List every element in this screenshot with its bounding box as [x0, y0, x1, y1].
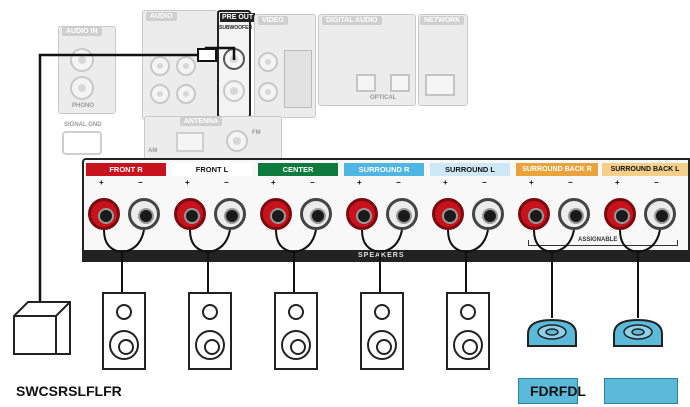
terminal-front-l-minus[interactable] — [214, 198, 246, 230]
optical-port-1 — [356, 74, 376, 92]
plus-sign: + — [529, 178, 534, 187]
channel-label-surround-r: SURROUND R — [344, 163, 424, 176]
speaker-center-icon — [274, 292, 318, 370]
terminal-center-plus[interactable] — [260, 198, 292, 230]
height-speaker-r-icon — [524, 316, 580, 352]
channel-label-surround-l: SURROUND L — [430, 163, 510, 176]
channel-label-front-r: FRONT R — [86, 163, 166, 176]
terminal-surround-back-l-minus[interactable] — [644, 198, 676, 230]
audio-jack-4 — [176, 84, 196, 104]
fm-label: FM — [252, 130, 261, 136]
terminal-front-l-plus[interactable] — [174, 198, 206, 230]
terminal-surround-back-l-plus[interactable] — [604, 198, 636, 230]
audio-in-header: AUDIO IN — [62, 27, 102, 36]
speaker-front-l-icon — [188, 292, 232, 370]
minus-sign: − — [482, 178, 487, 187]
fm-jack — [226, 130, 248, 152]
terminal-surround-back-r-plus[interactable] — [518, 198, 550, 230]
video-jack-2 — [258, 82, 278, 102]
speaker-surround-r-icon — [360, 292, 404, 370]
minus-sign: − — [568, 178, 573, 187]
video-monitor-out — [284, 50, 312, 108]
label-highlight-box-right — [604, 378, 678, 404]
subwoofer-label: SUBWOOFER — [219, 25, 253, 31]
audio-jack-1 — [150, 56, 170, 76]
plus-sign: + — [357, 178, 362, 187]
am-label: AM — [148, 148, 158, 154]
speaker-label-right-group: FDRFDL — [530, 383, 586, 399]
terminal-front-r-plus[interactable] — [88, 198, 120, 230]
am-terminal — [176, 132, 204, 152]
speaker-front-r-icon — [102, 292, 146, 370]
minus-sign: − — [654, 178, 659, 187]
terminal-surround-back-r-minus[interactable] — [558, 198, 590, 230]
channel-label-center: CENTER — [258, 163, 338, 176]
assignable-bracket — [528, 240, 678, 246]
channel-label-front-l: FRONT L — [172, 163, 252, 176]
signal-gnd-terminal — [62, 131, 102, 155]
assignable-label: ASSIGNABLE — [578, 237, 618, 243]
plus-sign: + — [443, 178, 448, 187]
speakers-bar — [82, 250, 690, 262]
minus-sign: − — [310, 178, 315, 187]
plus-sign: + — [615, 178, 620, 187]
audio-jack-2 — [176, 56, 196, 76]
network-port — [425, 74, 455, 96]
video-jack-1 — [258, 52, 278, 72]
minus-sign: − — [396, 178, 401, 187]
phono-jack-top — [70, 48, 94, 72]
channel-label-surround-back-r: SURROUND BACK R — [516, 163, 598, 176]
audio-jack-3 — [150, 84, 170, 104]
plus-sign: + — [99, 178, 104, 187]
digital-audio-header: DIGITAL AUDIO — [322, 16, 382, 25]
terminal-surround-l-plus[interactable] — [432, 198, 464, 230]
subwoofer-icon — [10, 298, 74, 368]
terminal-surround-r-minus[interactable] — [386, 198, 418, 230]
optical-port-2 — [390, 74, 410, 92]
terminal-center-minus[interactable] — [300, 198, 332, 230]
antenna-header: ANTENNA — [180, 117, 223, 126]
signal-gnd-label: SIGNAL GND — [64, 122, 102, 128]
plus-sign: + — [271, 178, 276, 187]
preout-header: PRE OUT — [220, 13, 256, 22]
optical-label: OPTICAL — [370, 95, 397, 101]
minus-sign: − — [224, 178, 229, 187]
terminal-surround-l-minus[interactable] — [472, 198, 504, 230]
video-header: VIDEO — [258, 16, 288, 25]
plus-sign: + — [185, 178, 190, 187]
network-header: NETWORK — [420, 16, 465, 25]
preout-jack-2 — [223, 80, 245, 102]
minus-sign: − — [138, 178, 143, 187]
audio-header: AUDIO — [146, 12, 177, 21]
speaker-label-left-group: SWCSRSLFLFR — [16, 383, 122, 399]
phono-jack-bottom — [70, 76, 94, 100]
height-speaker-l-icon — [610, 316, 666, 352]
phono-label: PHONO — [72, 103, 95, 109]
terminal-surround-r-plus[interactable] — [346, 198, 378, 230]
speaker-surround-l-icon — [446, 292, 490, 370]
terminal-front-r-minus[interactable] — [128, 198, 160, 230]
channel-label-surround-back-l: SURROUND BACK L — [602, 163, 688, 176]
label-highlight-box-left — [518, 378, 578, 404]
